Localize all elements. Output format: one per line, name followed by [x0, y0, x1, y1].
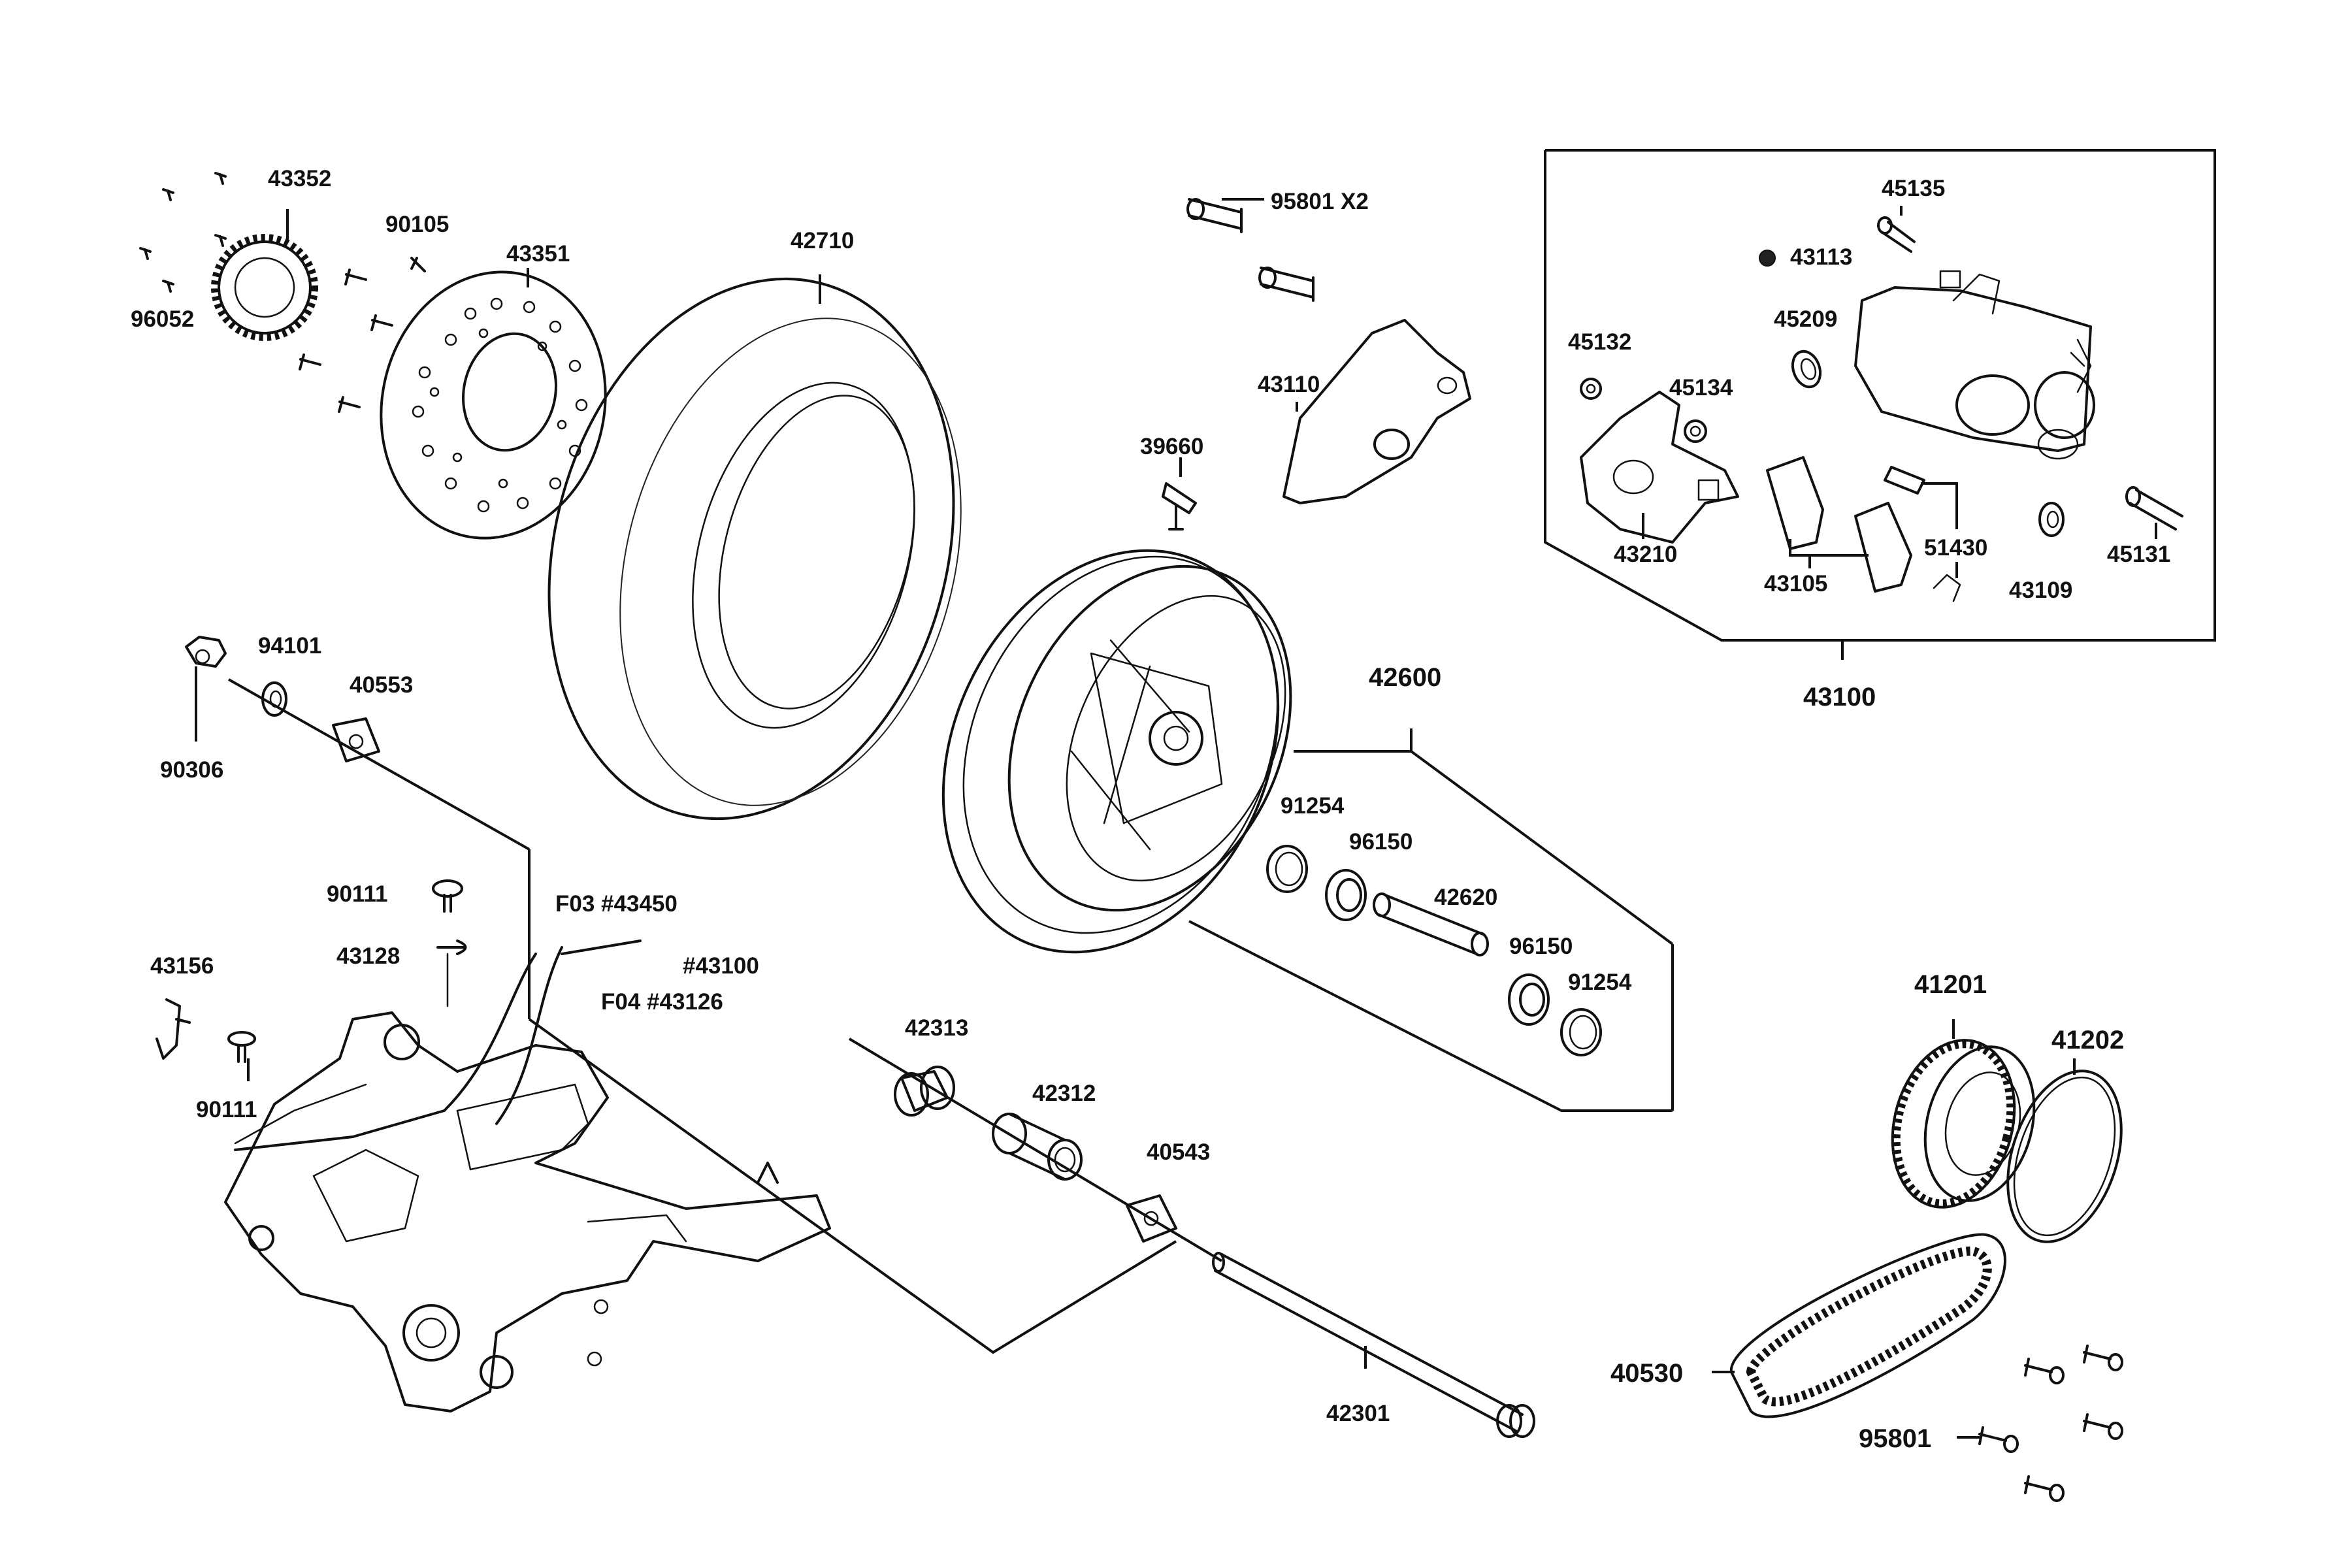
- brake-caliper: [1854, 270, 2095, 460]
- label-45209: 45209: [1774, 306, 1837, 332]
- brake-pads: [1766, 456, 1912, 593]
- label-ref-43100: #43100: [683, 953, 759, 979]
- label-39660: 39660: [1140, 434, 1203, 459]
- label-43105: 43105: [1764, 571, 1827, 596]
- brake-hose: [234, 939, 642, 1151]
- oil-seal-1: [1266, 845, 1308, 893]
- label-90306: 90306: [160, 757, 223, 783]
- label-43109: 43109: [2009, 578, 2072, 603]
- caliper-seal: [1791, 350, 1822, 389]
- label-41201: 41201: [1914, 970, 1987, 999]
- pulley-cover-plate: [2006, 1070, 2123, 1243]
- label-43351: 43351: [506, 241, 570, 267]
- label-42620: 42620: [1434, 885, 1497, 910]
- label-90111-a: 90111: [327, 881, 387, 907]
- label-91254-b: 91254: [1568, 970, 1632, 995]
- label-90111-b: 90111: [196, 1097, 257, 1122]
- label-40553: 40553: [350, 672, 413, 698]
- caliper-bracket: [1282, 319, 1471, 504]
- tyre-valve: [1162, 482, 1197, 531]
- label-96052: 96052: [131, 306, 194, 332]
- caliper-mount-bolt: [2125, 486, 2183, 531]
- disc-bolts: [299, 257, 426, 413]
- bearing-1: [1325, 869, 1367, 921]
- label-40530: 40530: [1610, 1359, 1683, 1388]
- label-f04-43126: F04 #43126: [601, 989, 723, 1015]
- swingarm: [224, 1011, 831, 1413]
- tone-ring-screws: [139, 172, 227, 293]
- label-43128: 43128: [336, 943, 400, 969]
- label-43100: 43100: [1803, 683, 1876, 711]
- hose-guide: [155, 998, 191, 1060]
- bleed-nipple-cap: [1759, 250, 1776, 267]
- axle-nut: [185, 636, 227, 668]
- abs-tone-ring: [211, 234, 318, 341]
- label-95801: 95801: [1859, 1424, 1931, 1453]
- bleed-bolt: [1877, 216, 1916, 253]
- oil-seal-2: [1560, 1008, 1602, 1056]
- label-43210: 43210: [1614, 542, 1677, 567]
- label-51430: 51430: [1924, 535, 1987, 561]
- label-45134: 45134: [1669, 375, 1733, 400]
- caliper-washer: [2038, 502, 2065, 537]
- pulley-bolts: [1978, 1345, 2123, 1502]
- swingarm-screw-2: [227, 1031, 256, 1063]
- rear-wheel-rim: [941, 549, 1292, 954]
- label-45132: 45132: [1568, 329, 1631, 355]
- label-42710: 42710: [791, 228, 854, 253]
- chain-adjuster-right: [1126, 1194, 1177, 1243]
- label-43156: 43156: [150, 953, 214, 979]
- bearing-2: [1508, 973, 1550, 1026]
- label-91254-a: 91254: [1281, 793, 1345, 819]
- label-f03-43450: F03 #43450: [555, 891, 678, 917]
- label-42312: 42312: [1032, 1081, 1096, 1106]
- label-95801-x2: 95801 X2: [1271, 189, 1369, 214]
- brake-disc: [380, 270, 607, 540]
- swingarm-screw-1: [432, 879, 463, 913]
- bracket-bolts: [1186, 198, 1315, 302]
- label-45131: 45131: [2107, 542, 2170, 567]
- label-94101: 94101: [258, 633, 321, 659]
- chain-adjuster-left: [332, 717, 380, 762]
- label-42600: 42600: [1369, 663, 1441, 692]
- caliper-nut: [1580, 378, 1602, 400]
- axle-collar-2: [992, 1113, 1083, 1181]
- label-42301: 42301: [1326, 1401, 1390, 1426]
- caliper-support: [1580, 391, 1739, 544]
- pad-spring-pin: [1884, 466, 1961, 602]
- axle-collar-1: [894, 1066, 955, 1117]
- hose-clamp: [436, 939, 467, 1007]
- label-43113: 43113: [1790, 244, 1852, 270]
- label-90105: 90105: [385, 212, 449, 237]
- caliper-pin-nut: [1684, 419, 1707, 443]
- label-43352: 43352: [268, 166, 331, 191]
- label-43110: 43110: [1258, 372, 1320, 397]
- label-96150-b: 96150: [1509, 934, 1573, 959]
- label-96150-a: 96150: [1349, 829, 1413, 855]
- drive-belt: [1729, 1233, 2006, 1418]
- rear-tyre: [547, 277, 962, 821]
- label-45135: 45135: [1882, 176, 1945, 201]
- rear-pulley: [1891, 1039, 2036, 1209]
- label-42313: 42313: [905, 1015, 968, 1041]
- spacer-collar: [1373, 892, 1489, 956]
- label-40543: 40543: [1147, 1139, 1210, 1165]
- label-41202: 41202: [2051, 1026, 2124, 1054]
